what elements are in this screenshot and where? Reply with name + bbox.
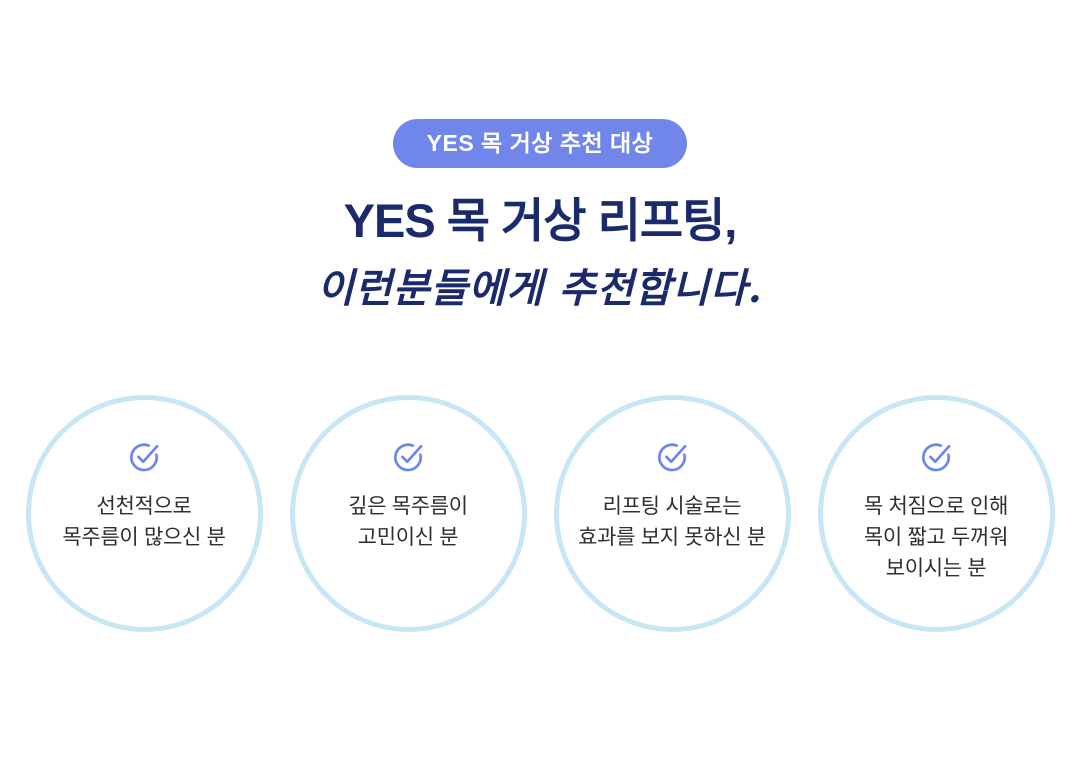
recommendation-card: 깊은 목주름이 고민이신 분 xyxy=(289,395,527,632)
card-text: 깊은 목주름이 고민이신 분 xyxy=(348,495,468,549)
card-text: 목 처짐으로 인해 목이 짧고 두꺼워 보이시는 분 xyxy=(863,495,1009,580)
promo-badge: YES 목 거상 추천 대상 xyxy=(392,119,688,168)
recommendation-card: 리프팅 시술로는 효과를 보지 못하신 분 xyxy=(553,395,791,632)
page-subtitle: 이런분들에게 추천합니다. xyxy=(317,265,763,312)
check-circle-icon xyxy=(394,443,423,472)
check-circle-icon xyxy=(922,443,951,472)
badge-row: YES 목 거상 추천 대상 xyxy=(0,119,1080,168)
check-circle-icon xyxy=(658,443,687,472)
check-circle-icon xyxy=(130,443,159,472)
recommendation-card: 선천적으로 목주름이 많으신 분 xyxy=(25,395,263,632)
recommendation-cards-row: 선천적으로 목주름이 많으신 분 깊은 목주름이 고민이신 분 리프팅 시술로는… xyxy=(0,395,1080,632)
card-text: 선천적으로 목주름이 많으신 분 xyxy=(62,495,226,549)
card-text: 리프팅 시술로는 효과를 보지 못하신 분 xyxy=(578,495,766,549)
recommendation-card: 목 처짐으로 인해 목이 짧고 두꺼워 보이시는 분 xyxy=(817,395,1055,632)
page-title: YES 목 거상 리프팅, xyxy=(343,194,738,247)
